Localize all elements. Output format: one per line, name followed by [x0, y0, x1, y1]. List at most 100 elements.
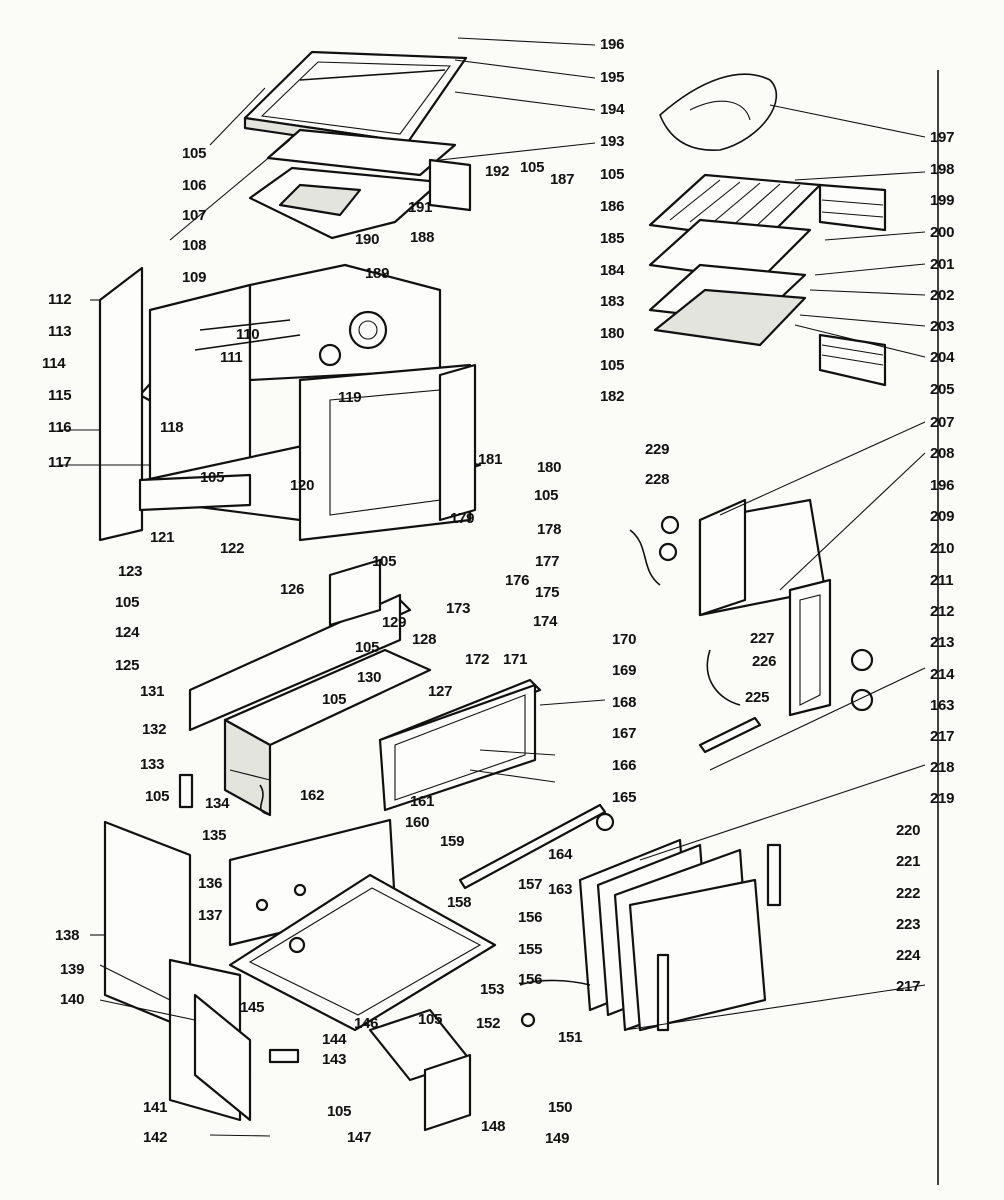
- callout-181: 181: [478, 451, 503, 468]
- callout-171: 171: [503, 651, 528, 668]
- callout-144: 144: [322, 1031, 347, 1048]
- callout-213: 213: [930, 634, 955, 651]
- outer-side-panel: [98, 266, 144, 542]
- callout-135: 135: [202, 827, 227, 844]
- callout-190: 190: [355, 231, 380, 248]
- bottom-pan: [228, 873, 497, 1032]
- upper-oven-body: [98, 263, 482, 542]
- callout-105-j: 105: [322, 691, 347, 708]
- callout-118: 118: [160, 419, 184, 436]
- callout-137: 137: [198, 907, 223, 924]
- callout-105-e: 105: [200, 469, 225, 486]
- callout-180-b: 180: [537, 459, 562, 476]
- callout-162: 162: [300, 787, 325, 804]
- callout-196-top: 196: [600, 36, 625, 53]
- callout-182: 182: [600, 388, 625, 405]
- callout-150: 150: [548, 1099, 573, 1116]
- callout-175: 175: [535, 584, 560, 601]
- callout-163-right: 163: [930, 697, 955, 714]
- callout-158: 158: [447, 894, 472, 911]
- callout-105-g: 105: [372, 553, 397, 570]
- callout-169: 169: [612, 662, 637, 679]
- callout-132: 132: [142, 721, 167, 738]
- callout-111: 111: [220, 349, 243, 366]
- callout-105-c: 105: [600, 166, 625, 183]
- callout-201: 201: [930, 256, 955, 273]
- callout-105-b: 105: [520, 159, 545, 176]
- callout-131: 131: [140, 683, 165, 700]
- callout-123: 123: [118, 563, 143, 580]
- callout-197: 197: [930, 129, 955, 146]
- callout-109: 109: [182, 269, 207, 286]
- housing-side: [698, 498, 747, 617]
- callout-141: 141: [143, 1099, 168, 1116]
- callout-229: 229: [645, 441, 670, 458]
- callout-220: 220: [896, 822, 921, 839]
- bracket-221: [766, 843, 782, 907]
- callout-165: 165: [612, 789, 637, 806]
- callout-166: 166: [612, 757, 637, 774]
- callout-225: 225: [745, 689, 770, 706]
- callout-140: 140: [60, 991, 85, 1008]
- callout-167: 167: [612, 725, 637, 742]
- callout-179: 179: [450, 510, 475, 527]
- broiler-base: [653, 288, 807, 347]
- callout-176: 176: [505, 572, 530, 589]
- fan-motor: [348, 310, 388, 350]
- callout-157: 157: [518, 876, 543, 893]
- fan-blade: [318, 343, 342, 367]
- callout-180-a: 180: [600, 325, 625, 342]
- wire-225: [706, 649, 741, 706]
- callout-149: 149: [545, 1130, 570, 1147]
- side-trim-141: [193, 993, 252, 1122]
- fitting-229: [660, 515, 680, 535]
- callout-106: 106: [182, 177, 207, 194]
- bolt-164: [595, 812, 615, 832]
- control-panel-face: [188, 593, 402, 732]
- callout-200: 200: [930, 224, 955, 241]
- knob-211: [850, 648, 874, 672]
- callout-168: 168: [612, 694, 637, 711]
- callout-212: 212: [930, 603, 955, 620]
- callout-161: 161: [410, 793, 435, 810]
- callout-226: 226: [752, 653, 777, 670]
- callout-105-k: 105: [145, 788, 170, 805]
- callout-208: 208: [930, 445, 955, 462]
- callout-160: 160: [405, 814, 430, 831]
- callout-227: 227: [750, 630, 775, 647]
- callout-138: 138: [55, 927, 80, 944]
- callout-192: 192: [485, 163, 510, 180]
- callout-174: 174: [533, 613, 558, 630]
- callout-198: 198: [930, 161, 955, 178]
- callout-105-d: 105: [600, 357, 625, 374]
- callout-177: 177: [535, 553, 560, 570]
- callout-105-a: 105: [182, 145, 207, 162]
- callout-188: 188: [410, 229, 435, 246]
- callout-202: 202: [930, 287, 955, 304]
- callout-194: 194: [600, 101, 625, 118]
- callout-217-b: 217: [896, 978, 921, 995]
- callout-110: 110: [236, 326, 260, 343]
- callout-134: 134: [205, 795, 230, 812]
- callout-193: 193: [600, 133, 625, 150]
- callout-115: 115: [48, 387, 72, 404]
- back-panel: [248, 263, 442, 382]
- callout-105-m: 105: [327, 1103, 352, 1120]
- callout-204: 204: [930, 349, 955, 366]
- tray-frame: [266, 128, 457, 177]
- oven-door-stack: [458, 716, 782, 1032]
- callout-143: 143: [322, 1051, 347, 1068]
- callout-126: 126: [280, 581, 305, 598]
- callout-191: 191: [408, 199, 433, 216]
- callout-125: 125: [115, 657, 140, 674]
- callout-155: 155: [518, 941, 543, 958]
- broiler-assembly: [648, 73, 887, 387]
- element-151: [519, 979, 591, 986]
- callout-178: 178: [537, 521, 562, 538]
- bracket-133: [178, 773, 194, 809]
- switch-housing: [629, 498, 874, 717]
- bracket-147: [423, 1053, 472, 1132]
- callout-209: 209: [930, 508, 955, 525]
